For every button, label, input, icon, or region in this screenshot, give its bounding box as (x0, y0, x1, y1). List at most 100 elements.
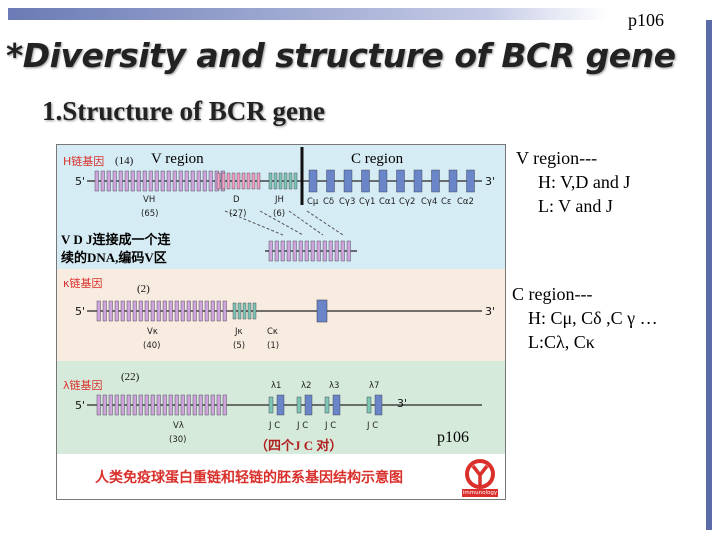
vh-gene-bar (100, 170, 105, 192)
jc-pair-1: J C (269, 421, 281, 431)
logo-text: immunology (462, 490, 498, 496)
jh-gene-bar (273, 172, 278, 190)
j-kappa-gene-bar (232, 302, 237, 320)
vdj-gene-bar (310, 240, 315, 262)
vh-gene-bar (106, 170, 111, 192)
v-lambda-gene-bar (180, 394, 185, 416)
dash-left-outer (224, 210, 284, 236)
kappa-chain-dna (87, 299, 482, 323)
j-lambda-gene-bar (268, 396, 274, 414)
constant-gene-bar (378, 169, 388, 193)
v-kappa-gene-bar (216, 300, 221, 322)
segment-lambda7: λ7 (369, 381, 380, 391)
lambda-chain-count: (22) (121, 371, 140, 383)
c-lambda-gene-bar (374, 394, 383, 416)
slide-title: *Diversity and structure of BCR gene (6, 36, 676, 75)
vdj-gene-bar (346, 240, 351, 262)
j-lambda-gene-bar (366, 396, 372, 414)
vh-gene-bar (208, 170, 213, 192)
d-count: (27) (229, 209, 247, 219)
lambda-three-prime: 3' (397, 397, 408, 410)
v-kappa-gene-bar (144, 300, 149, 322)
j-kappa-count: (5) (233, 341, 246, 351)
vdj-gene-bar (304, 240, 309, 262)
v-region-notes: V region--- H: V,D and J L: V and J (516, 146, 630, 218)
v-kappa-gene-bar (156, 300, 161, 322)
heavy-d-segments (216, 172, 261, 190)
kappa-five-prime: 5' (75, 305, 86, 318)
v-note-line: H: V,D and J (538, 172, 631, 192)
caption-band (57, 454, 505, 499)
v-kappa-gene-bar (180, 300, 185, 322)
j-kappa-gene-bar (252, 302, 257, 320)
vh-gene-bar (160, 170, 165, 192)
segment-c-gamma4: Cγ4 (421, 197, 438, 207)
segment-lambda3: λ3 (329, 381, 340, 391)
v-kappa-gene-bar (108, 300, 113, 322)
page-number: p106 (628, 10, 664, 30)
vh-gene-bar (94, 170, 99, 192)
vdj-gene-bar (322, 240, 327, 262)
heavy-chain-dna (87, 147, 482, 205)
vh-gene-bar (142, 170, 147, 192)
vdj-gene-bar (298, 240, 303, 262)
v-lambda-gene-bar (138, 394, 143, 416)
d-gene-bar (236, 172, 241, 190)
vh-gene-bar (136, 170, 141, 192)
heavy-five-prime: 5' (75, 175, 86, 188)
v-lambda-gene-bar (156, 394, 161, 416)
kappa-c-segment (316, 299, 328, 323)
kappa-three-prime: 3' (485, 305, 496, 318)
v-lambda-gene-bar (102, 394, 107, 416)
segment-d: D (233, 195, 240, 205)
heavy-j-segments (268, 172, 298, 190)
heavy-c-segments (308, 169, 475, 193)
figure-caption: 人类免疫球蛋白重链和轻链的胚系基因结构示意图 (95, 470, 403, 486)
c-note-line: C region--- (512, 284, 593, 304)
kappa-chain-label: κ链基因 (63, 277, 103, 290)
d-gene-bar (251, 172, 256, 190)
segment-c-epsilon: Cε (441, 197, 452, 207)
v-lambda-count: (30) (169, 435, 187, 445)
v-kappa-gene-bar (210, 300, 215, 322)
rearranged-vdj (224, 210, 357, 262)
kappa-chain-count: (2) (137, 283, 150, 295)
jh-gene-bar (278, 172, 283, 190)
v-lambda-gene-bar (174, 394, 179, 416)
c-kappa-count: (1) (267, 341, 280, 351)
slide-subtitle: 1.Structure of BCR gene (42, 96, 325, 126)
immunology-logo: immunology (460, 458, 500, 498)
v-lambda-gene-bar (144, 394, 149, 416)
vh-gene-bar (196, 170, 201, 192)
v-lambda-gene-bar (192, 394, 197, 416)
segment-c-delta: Cδ (323, 197, 335, 207)
gene-diagram-graphics (87, 147, 482, 416)
v-lambda-gene-bar (120, 394, 125, 416)
vh-gene-bar (148, 170, 153, 192)
vh-gene-bar (172, 170, 177, 192)
vh-gene-bar (184, 170, 189, 192)
jh-gene-bar (268, 172, 273, 190)
v-kappa-gene-bar (204, 300, 209, 322)
segment-v-lambda: Vλ (173, 421, 184, 431)
d-gene-bar (241, 172, 246, 190)
j-lambda-gene-bar (324, 396, 330, 414)
vdj-gene-bar (280, 240, 285, 262)
kappa-j-segments (232, 302, 257, 320)
jh-count: (6) (273, 209, 286, 219)
heavy-chain-count: (14) (115, 155, 134, 167)
dash-right (306, 210, 344, 236)
vdj-gene-bar (268, 240, 273, 262)
j-kappa-gene-bar (242, 302, 247, 320)
segment-c-alpha1: Cα1 (379, 197, 396, 207)
segment-c-gamma1: Cγ1 (359, 197, 376, 207)
segment-c-kappa: Cκ (267, 327, 278, 337)
segment-c-alpha2: Cα2 (457, 197, 474, 207)
vdj-join-note-line2: 续的DNA,编码V区 (61, 250, 167, 265)
v-note-line: V region--- (516, 148, 598, 168)
d-gene-bar (221, 172, 226, 190)
lambda-chain-dna (87, 394, 482, 416)
jc-pair-note: （四个J C 对） (255, 438, 343, 453)
segment-c-gamma3: Cγ3 (339, 197, 356, 207)
j-kappa-gene-bar (247, 302, 252, 320)
